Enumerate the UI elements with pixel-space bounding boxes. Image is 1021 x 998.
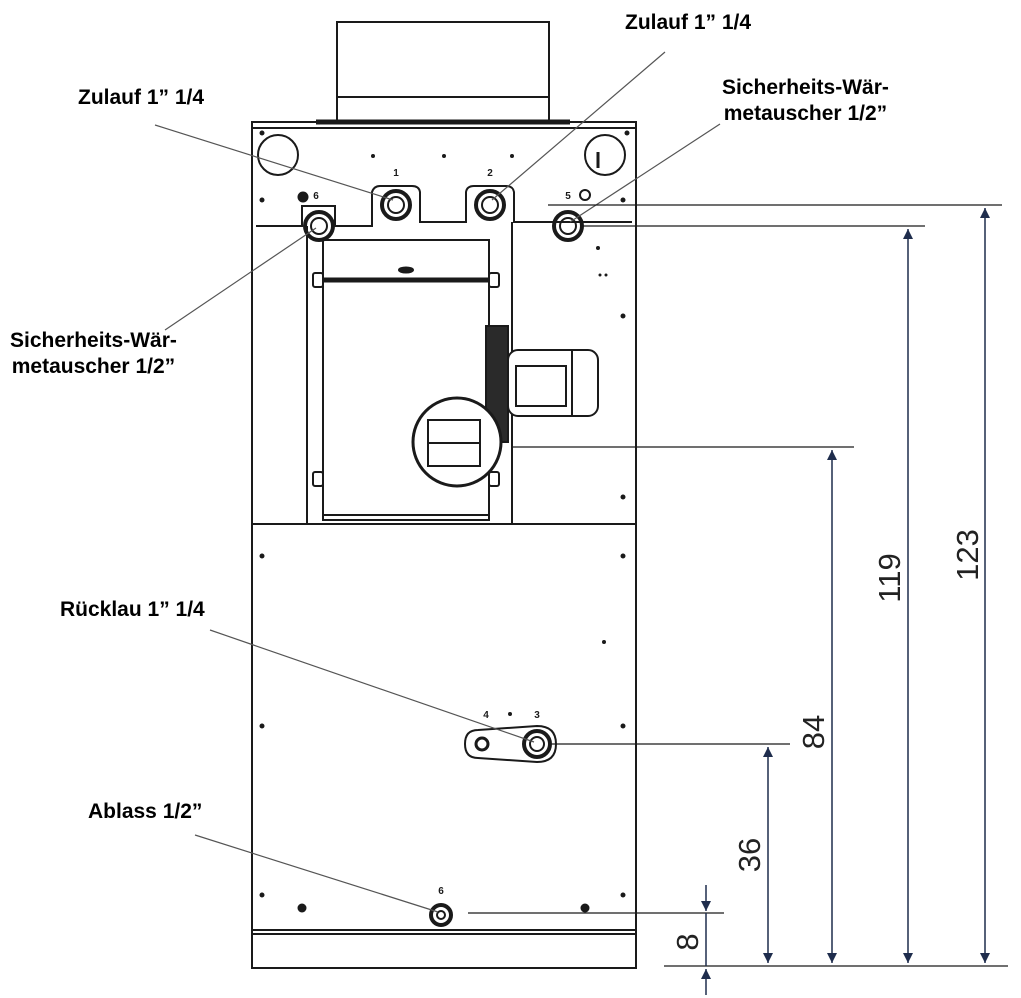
label-zulauf-right: Zulauf 1” 1/4 — [625, 11, 752, 34]
screw-dots — [259, 130, 630, 913]
dimension-values: 123 119 84 36 8 — [670, 529, 985, 950]
port-number-1: 1 — [393, 168, 399, 179]
label-safety-right-line2: metauscher 1/2” — [723, 102, 888, 125]
ports — [297, 189, 591, 927]
port-number-5: 5 — [565, 191, 571, 202]
dim-119-value: 119 — [872, 553, 907, 602]
flue-connector — [316, 21, 570, 125]
leader-lines — [154, 51, 721, 913]
label-ablass: Ablass 1/2” — [88, 800, 203, 823]
label-safety-left-line1: Sicherheits-Wär- — [10, 329, 177, 352]
label-safety-right: Sicherheits-Wär- metauscher 1/2” — [722, 75, 889, 127]
dim-8-value: 8 — [670, 933, 705, 950]
port-number-3: 3 — [534, 710, 540, 721]
extension-lines — [468, 204, 1008, 967]
dim-123-value: 123 — [950, 529, 985, 581]
connection-plate — [256, 134, 632, 227]
boiler-housing — [251, 121, 637, 969]
dimension-arrows — [701, 208, 990, 995]
port-number-4: 4 — [483, 710, 489, 721]
port-numbers: 1 2 3 4 5 6 6 — [313, 168, 571, 897]
label-safety-left-line2: metauscher 1/2” — [11, 355, 176, 378]
dim-36-value: 36 — [732, 838, 767, 872]
dim-84-value: 84 — [796, 715, 831, 749]
label-zulauf-left: Zulauf 1” 1/4 — [78, 86, 205, 109]
label-safety-left: Sicherheits-Wär- metauscher 1/2” — [10, 328, 177, 380]
port-number-drain: 6 — [438, 886, 444, 897]
label-safety-right-line1: Sicherheits-Wär- — [722, 76, 889, 99]
label-ruecklauf: Rücklau 1” 1/4 — [60, 598, 205, 621]
fan-motor — [411, 325, 599, 488]
port-number-6: 6 — [313, 191, 319, 202]
port-number-2: 2 — [487, 168, 493, 179]
